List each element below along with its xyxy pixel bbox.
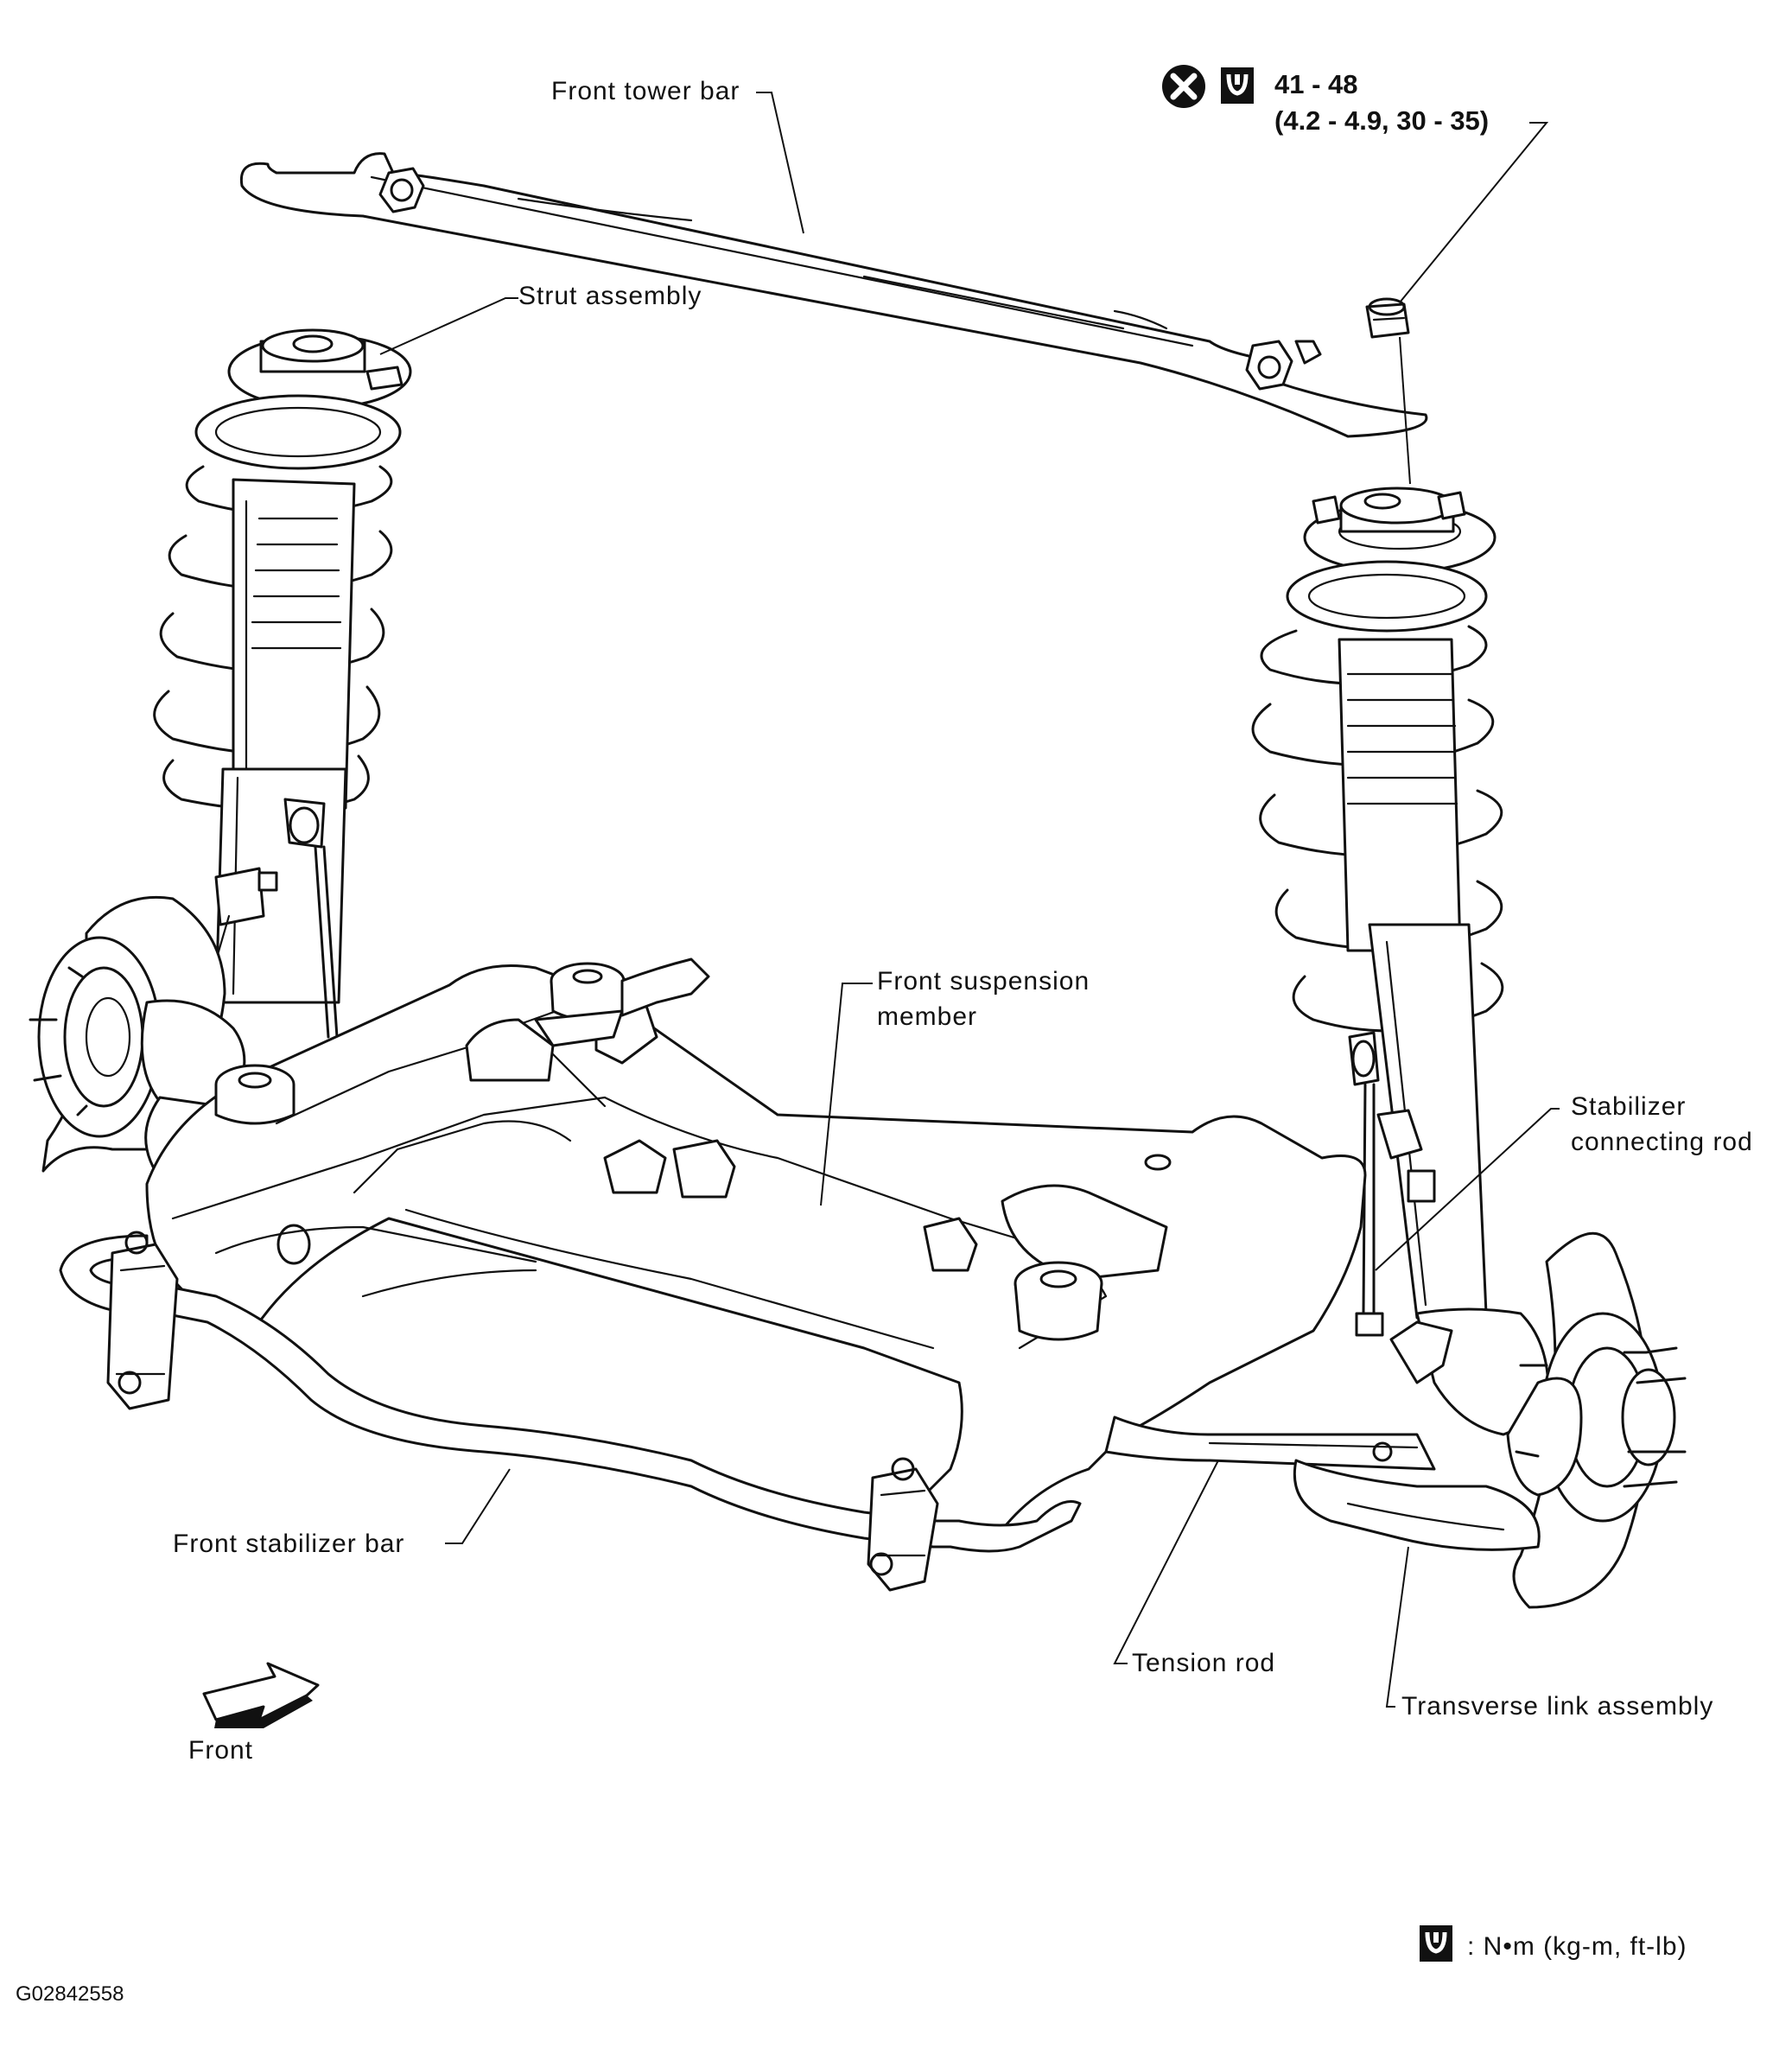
front-tower-bar[interactable] [239,152,1428,438]
label-transverse-link-assembly: Transverse link assembly [1401,1692,1713,1721]
transverse-link-assembly[interactable] [1293,1320,1541,1551]
strut-mount-nut[interactable] [1365,297,1410,339]
leader-transverse-link [1385,1546,1409,1708]
left-strut-assembly[interactable] [153,328,412,1039]
label-front-suspension-member-line2: member [877,1002,977,1031]
leader-tension-rod [1113,1460,1219,1664]
front-stabilizer-bar[interactable] [59,1231,1082,1592]
torque-spec-nm: 41 - 48 [1274,69,1358,99]
leader-front-stabilizer-bar [445,1468,511,1544]
leader-strut-assembly [379,297,518,355]
right-hub-and-rotor[interactable] [1415,1231,1687,1609]
x-circle-icon [1162,65,1205,108]
figure-code: G02842558 [16,1982,124,2006]
legend-units: : N•m (kg-m, ft-lb) [1467,1932,1687,1961]
label-front: Front [188,1736,253,1765]
leader-stabilizer-connecting-rod [1375,1108,1560,1271]
label-stabilizer-connecting-rod-line2: connecting rod [1571,1128,1753,1156]
leader-torque [1399,122,1549,303]
front-suspension-member[interactable] [145,957,1367,1549]
torque-spec-conversion: (4.2 - 4.9, 30 - 35) [1274,105,1489,136]
label-front-stabilizer-bar: Front stabilizer bar [173,1530,404,1558]
leader-front-suspension-member [820,983,873,1206]
label-front-tower-bar: Front tower bar [551,77,740,105]
label-tension-rod: Tension rod [1132,1649,1275,1677]
torque-wrench-icon [1221,67,1254,104]
leader-front-tower-bar [756,92,804,234]
tension-rod[interactable] [1104,1415,1436,1471]
right-strut-assembly[interactable] [1251,487,1504,1337]
front-direction-arrow-icon [202,1662,320,1728]
label-front-suspension-member: Front suspension [877,967,1090,996]
label-strut-assembly: Strut assembly [518,282,702,310]
legend-torque-wrench-icon [1420,1925,1452,1962]
label-stabilizer-connecting-rod: Stabilizer [1571,1092,1686,1121]
